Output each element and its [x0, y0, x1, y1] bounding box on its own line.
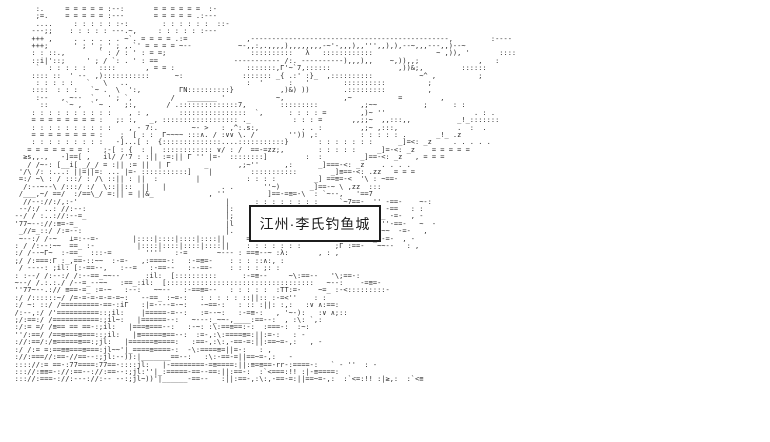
- ascii-art-scene: :. = = = = = :--: = = = = = = :- ;=. = =…: [14, 5, 517, 384]
- location-label-text: 江州·李氏钓鱼城: [259, 215, 371, 232]
- location-label-box: 江州·李氏钓鱼城: [249, 205, 381, 242]
